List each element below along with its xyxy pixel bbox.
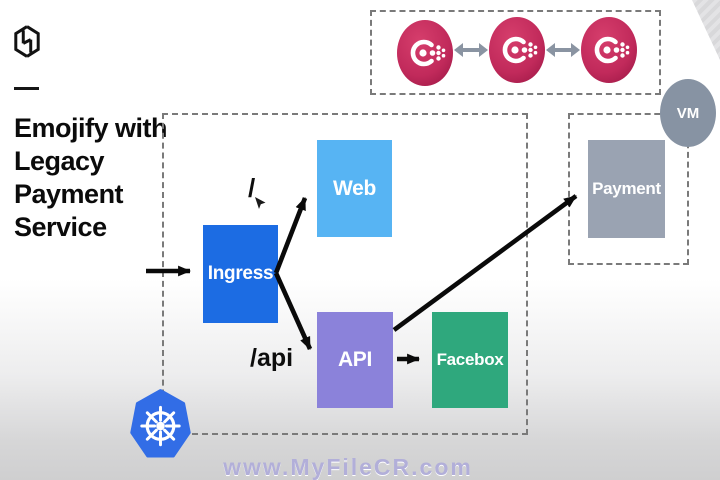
ingress-node: Ingress bbox=[203, 225, 278, 323]
api-label: API bbox=[337, 348, 373, 371]
vm-badge: VM bbox=[660, 79, 716, 147]
watermark-text: www.MyFileCR.com bbox=[223, 454, 473, 480]
title-line: Payment bbox=[14, 179, 124, 209]
api-node: API bbox=[317, 312, 393, 408]
page-title: Emojify with Legacy Payment Service bbox=[14, 112, 194, 244]
facebox-node: Facebox bbox=[432, 312, 508, 408]
vm-group-boundary bbox=[568, 113, 689, 265]
api-route-label: /api bbox=[250, 344, 294, 372]
consul-node-icon bbox=[396, 19, 454, 87]
web-node: Web bbox=[317, 140, 392, 237]
vm-label: VM bbox=[676, 104, 700, 122]
payment-label: Payment bbox=[592, 179, 661, 198]
corner-decoration bbox=[692, 0, 720, 60]
consul-cluster-boundary bbox=[370, 10, 661, 95]
hashicorp-logo-icon bbox=[14, 25, 40, 58]
web-route-label: / bbox=[248, 173, 256, 203]
web-label: Web bbox=[332, 176, 377, 200]
brand-divider-mark bbox=[14, 87, 39, 90]
consul-node-icon bbox=[488, 16, 546, 89]
consul-node-icon bbox=[580, 16, 638, 89]
facebox-label: Facebox bbox=[436, 350, 504, 369]
ingress-label: Ingress bbox=[207, 263, 274, 284]
consul-sync-arrow bbox=[546, 42, 580, 63]
consul-sync-arrow bbox=[454, 42, 488, 63]
mouse-cursor-icon bbox=[255, 197, 266, 209]
kubernetes-icon bbox=[130, 389, 191, 458]
payment-node: Payment bbox=[588, 140, 665, 238]
title-line: Service bbox=[14, 212, 107, 242]
title-line: Legacy bbox=[14, 146, 105, 176]
title-line: Emojify with bbox=[14, 113, 168, 143]
